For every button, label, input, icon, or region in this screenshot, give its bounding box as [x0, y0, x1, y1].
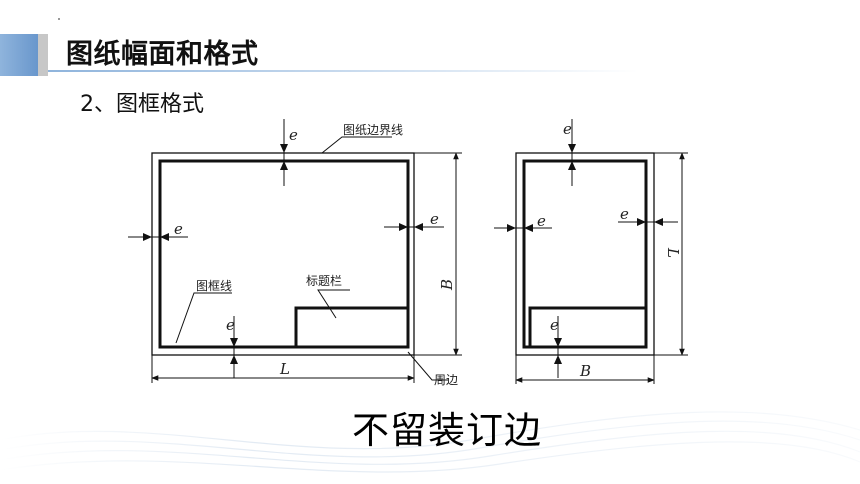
title-block-label: 标题栏 [306, 273, 342, 288]
diagram-caption: 不留装订边 [352, 409, 542, 452]
portrait-right-margin-e: e [620, 205, 629, 223]
sheet-edge-label: 图纸边界线 [343, 123, 403, 137]
top-margin-e: e [289, 126, 298, 144]
bottom-margin-e: e [226, 316, 235, 334]
portrait-left-margin-e: e [537, 212, 546, 230]
title-block [294, 306, 410, 349]
length-L-label: L [279, 360, 290, 378]
decorative-dot [58, 18, 60, 20]
landscape-frame-diagram [128, 119, 462, 383]
sheet-border [151, 152, 415, 356]
slide-title: 图纸幅面和格式 [66, 39, 259, 70]
background-waves [0, 411, 860, 473]
portrait-width-B-label: B [579, 362, 591, 380]
title-underline [48, 70, 638, 72]
frame-line-label: 图框线 [196, 279, 232, 293]
portrait-length-L-label: L [664, 247, 682, 258]
portrait-frame-diagram [494, 119, 688, 384]
landscape-diagram-labels: 图纸边界线 图框线 标题栏 周边 e e e e L B [174, 123, 458, 387]
portrait-top-margin-e: e [563, 120, 572, 138]
margin-label: 周边 [434, 373, 458, 387]
left-margin-e: e [174, 220, 183, 238]
section-subtitle: 2、图框格式 [80, 92, 204, 117]
portrait-bottom-margin-e: e [550, 316, 559, 334]
frame-line [158, 159, 410, 349]
portrait-diagram-labels: e e e e B L [537, 120, 682, 380]
right-margin-e: e [430, 210, 439, 228]
width-B-label: B [438, 279, 456, 291]
portrait-sheet-border [515, 152, 655, 356]
title-bar-accent [38, 34, 48, 76]
portrait-title-block [528, 306, 648, 349]
portrait-frame-line [522, 159, 648, 349]
